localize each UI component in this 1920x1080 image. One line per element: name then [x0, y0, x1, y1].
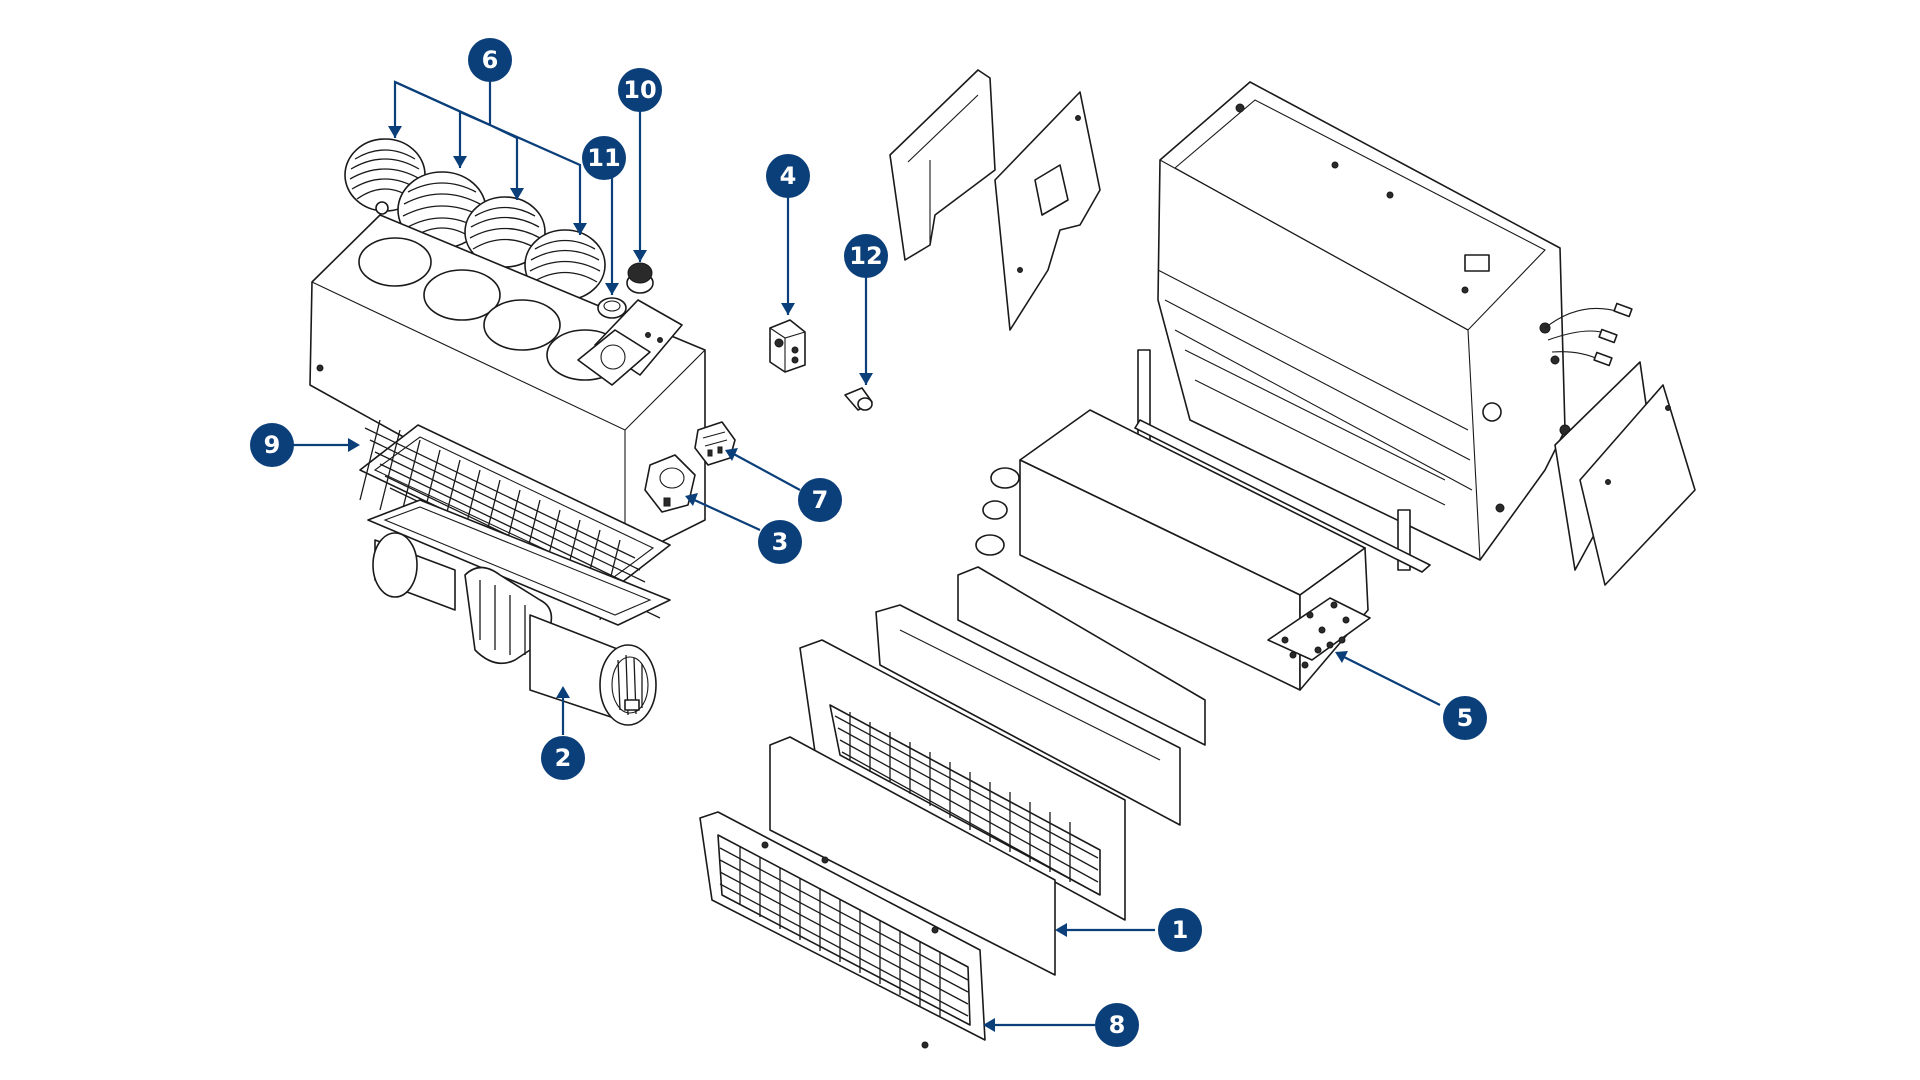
callout-4-label: 4	[780, 162, 797, 190]
callout-3: 3	[758, 520, 802, 564]
leader-3	[689, 496, 761, 532]
callout-2: 2	[541, 736, 585, 780]
part-6-vent-grilles	[344, 138, 606, 301]
part-2-blower-motor	[372, 532, 657, 726]
callout-6-label: 6	[482, 46, 499, 74]
callout-5: 5	[1443, 696, 1487, 740]
leader-5	[1339, 654, 1441, 706]
leader-6	[393, 78, 582, 235]
callout-7: 7	[798, 478, 842, 522]
callout-8: 8	[1095, 1003, 1139, 1047]
part-3-relay	[644, 454, 696, 513]
callout-11: 11	[582, 136, 626, 180]
callout-10: 10	[618, 68, 662, 112]
callout-5-label: 5	[1457, 704, 1474, 732]
part-11-grommet	[597, 297, 627, 319]
callout-2-label: 2	[555, 744, 572, 772]
callout-1-label: 1	[1172, 916, 1189, 944]
part-5-coil	[975, 409, 1371, 691]
callout-1: 1	[1158, 908, 1202, 952]
filter-strips	[875, 566, 1206, 826]
callout-6: 6	[468, 38, 512, 82]
part-1-front-panel	[769, 639, 1126, 976]
side-panels-right	[1554, 361, 1696, 586]
callout-4: 4	[766, 154, 810, 198]
part-9-filter-grid	[359, 419, 671, 626]
part-7-switch	[694, 421, 736, 466]
callouts: 6 10 11 4 12 9 7 3	[250, 38, 1487, 1047]
callout-12: 12	[844, 234, 888, 278]
callout-7-label: 7	[812, 486, 829, 514]
switch-plate	[577, 299, 683, 386]
callout-9: 9	[250, 423, 294, 467]
part-8-front-grille	[699, 811, 986, 1049]
part-10-knob	[626, 262, 654, 294]
callout-9-label: 9	[264, 431, 281, 459]
leader-7	[729, 451, 801, 491]
callout-11-label: 11	[587, 144, 620, 172]
callout-10-label: 10	[623, 76, 656, 104]
main-cabinet	[1134, 81, 1633, 573]
leader-lines	[292, 78, 1441, 1032]
side-bracket-left	[889, 69, 996, 261]
callout-12-label: 12	[849, 242, 882, 270]
part-12-fitting	[844, 387, 873, 411]
side-bracket-right	[994, 91, 1101, 331]
callout-3-label: 3	[772, 528, 789, 556]
part-4-valve-block	[769, 319, 806, 373]
top-housing	[309, 214, 706, 561]
callout-8-label: 8	[1109, 1011, 1126, 1039]
